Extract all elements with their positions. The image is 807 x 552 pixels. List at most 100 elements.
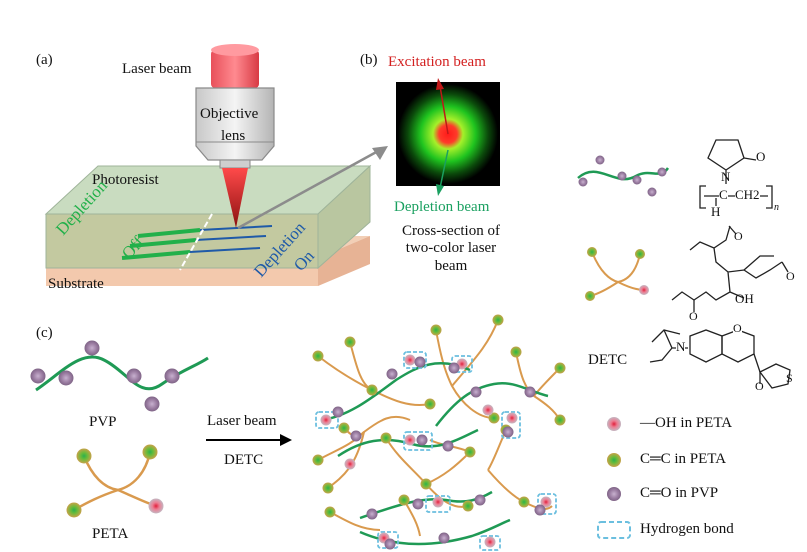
panel-a [44, 44, 388, 286]
legend-hb-marker [597, 521, 631, 539]
pvp-ball [164, 368, 180, 384]
peta-skeleton [671, 225, 783, 301]
excitation-arrow-head [436, 78, 444, 90]
network-ball-purple [332, 356, 546, 550]
pvp-struct-h: H [711, 204, 721, 219]
legend-oh-label: —OH in PETA [640, 415, 733, 431]
peta-co-bond [781, 261, 789, 273]
pvp-struct-n: N [721, 169, 731, 184]
pvp-struct-ch2: CH2 [735, 187, 760, 203]
panel-b-tag: (b) [360, 52, 378, 68]
objective-label: Objective [200, 106, 259, 122]
detc-benzene [689, 329, 723, 363]
peta-mini-arm [591, 251, 619, 283]
pvp-struct-n-sub: n [774, 202, 779, 213]
arrow-top-label: Laser beam [207, 413, 277, 429]
pvp-co-bond [743, 157, 757, 161]
polymer-network [312, 314, 566, 551]
peta-ball [142, 444, 158, 460]
substrate-side [318, 236, 370, 286]
legend-cc-label: C═C in PETA [640, 451, 727, 467]
green-line-2 [129, 238, 197, 248]
hydrogen-bonds [315, 351, 557, 551]
peta-co-bond [728, 225, 737, 235]
detc-struct-n: N [676, 339, 686, 355]
pvp-ball [144, 396, 160, 412]
reaction-arrow-head [280, 434, 292, 446]
peta-label: PETA [92, 526, 129, 542]
legend-co-label: C═O in PVP [640, 485, 719, 501]
pvp-struct-c: C [719, 187, 728, 203]
photoresist-label: Photoresist [92, 172, 159, 188]
detc-label: DETC [588, 352, 628, 368]
blue-line-2 [195, 235, 267, 241]
legend-hb-label: Hydrogen bond [640, 521, 734, 537]
depletion-arrow-line [439, 149, 449, 189]
peta-mini-ball [639, 285, 649, 295]
depletion-arrow-head [436, 184, 444, 196]
pvp-ball [58, 370, 74, 386]
beam-cone [222, 168, 248, 228]
pvp-ball [126, 368, 142, 384]
green-chains [321, 362, 549, 546]
depletion-beam-label: Depletion beam [394, 199, 490, 215]
peta-struct-o-right: O [786, 269, 795, 283]
detc-struct-s: S [786, 371, 793, 385]
legend-cc-marker [607, 453, 621, 467]
legend-co-marker [607, 487, 621, 501]
peta-struct-o-bottom: O [689, 309, 698, 323]
excitation-beam-label: Excitation beam [388, 54, 486, 70]
peta-mini-arm [617, 253, 641, 283]
pvp-struct-o: O [756, 149, 766, 164]
pvp-ball [30, 368, 46, 384]
pvp-mini-ball [647, 187, 657, 197]
peta-mini-ball [587, 247, 597, 257]
panel-a-tag: (a) [36, 52, 53, 68]
objective-red-top [211, 44, 259, 56]
peta-struct-o-top: O [734, 229, 743, 243]
peta-ball [66, 502, 82, 518]
divider-dashed [179, 213, 213, 271]
legend [597, 417, 631, 539]
pvp-mini-ball [632, 175, 642, 185]
green-line-1 [137, 228, 201, 238]
peta-mini-ball [585, 291, 595, 301]
panel-c-tag: (c) [36, 325, 53, 341]
pvp-mini-ball [595, 155, 605, 165]
laser-beam-label: Laser beam [122, 61, 192, 77]
objective-tip [219, 159, 251, 169]
legend-oh-marker [607, 417, 621, 431]
zoom-arrow-line [237, 148, 381, 230]
pvp-mini-ball [578, 177, 588, 187]
pvp-pyrrolidone-ring [707, 139, 745, 171]
pvp-bracket-right [766, 185, 773, 209]
arrow-bottom-label: DETC [224, 452, 264, 468]
detc-struct-o-keto: O [755, 379, 764, 393]
pvp-ball [84, 340, 100, 356]
detc-struct-o-ring: O [733, 321, 742, 336]
peta-mini-ball [635, 249, 645, 259]
zoom-arrow-head [372, 146, 388, 160]
objective-body [195, 87, 275, 161]
lens-label: lens [221, 128, 246, 144]
panel-c-left [30, 340, 292, 518]
panel-b [396, 78, 500, 196]
detc-diethylamino [649, 329, 688, 363]
green-line-3 [121, 250, 191, 260]
objective-red-cap [211, 50, 259, 88]
peta-ball [148, 498, 164, 514]
blue-line-3 [189, 247, 261, 253]
peta-struct-oh: OH [735, 291, 754, 306]
network-ball-pink [320, 354, 552, 548]
substrate-label: Substrate [48, 276, 104, 292]
pvp-bracket-left [699, 185, 706, 209]
photoresist-side [317, 164, 371, 270]
detc-thiophene [759, 363, 791, 389]
beam-caption: Cross-section of two-color laser beam [402, 223, 500, 274]
detc-keto-bond [753, 353, 761, 373]
pvp-mini-ball [617, 171, 627, 181]
pvp-label: PVP [89, 414, 117, 430]
pvp-mini-ball [657, 167, 667, 177]
peta-ball [76, 448, 92, 464]
